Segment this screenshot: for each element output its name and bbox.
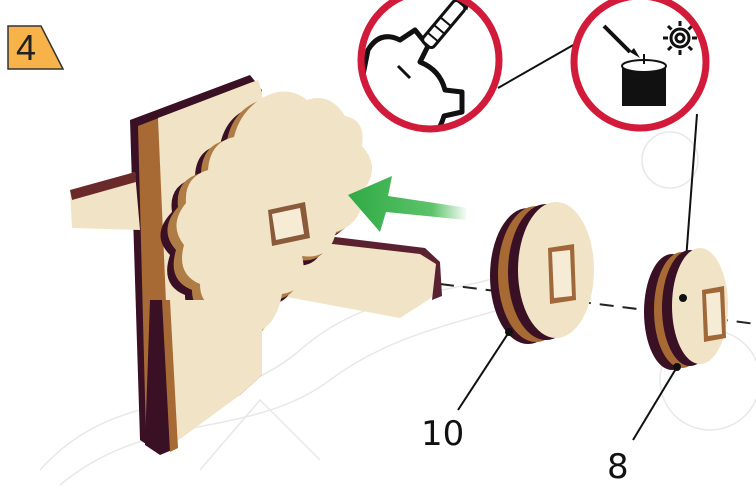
step-number: 4 bbox=[11, 25, 41, 70]
assembly-main-part bbox=[70, 75, 442, 455]
callout-label-8: 8 bbox=[607, 450, 629, 484]
knife-and-gear-icon bbox=[358, 0, 502, 150]
part-10-spacer bbox=[490, 202, 594, 344]
leader-line-10 bbox=[458, 332, 509, 410]
part-8-spacer bbox=[644, 248, 728, 371]
callout-label-10: 10 bbox=[421, 417, 464, 451]
leader-line-left-icon bbox=[498, 44, 575, 88]
glue-brush-candle-gear-icon bbox=[574, 0, 706, 128]
step-badge: 4 bbox=[7, 25, 64, 70]
leader-line-8 bbox=[633, 367, 677, 440]
